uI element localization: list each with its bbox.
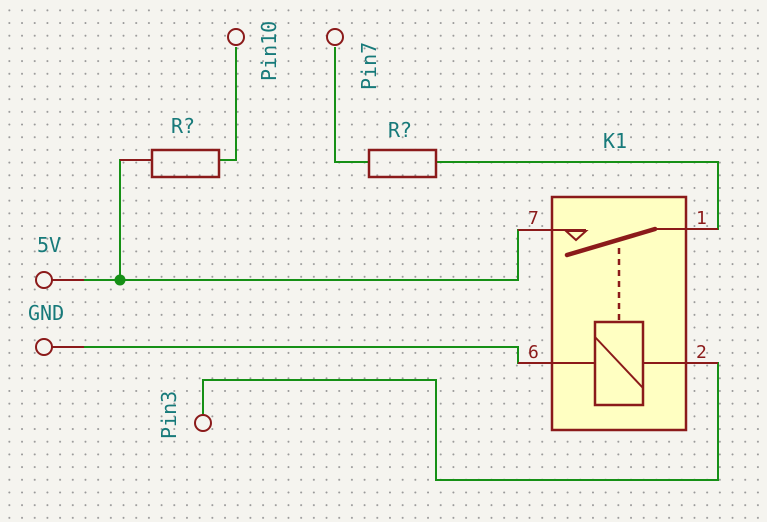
resistor-right[interactable] <box>367 148 438 179</box>
wire-pin7-to-resistor[interactable] <box>334 47 369 163</box>
resistor-left-body <box>150 148 221 179</box>
label-pin10: Pin10 <box>257 21 281 81</box>
relay-coil-diagonal <box>594 336 644 389</box>
wire-pin10-to-resistor[interactable] <box>220 47 237 161</box>
relay-switch-arm <box>564 226 658 258</box>
terminal-5v[interactable] <box>35 271 53 289</box>
terminal-pin3[interactable] <box>194 414 212 432</box>
wire-gnd-to-relay-pin6[interactable] <box>55 346 552 364</box>
label-5v: 5V <box>37 233 61 257</box>
label-pin3: Pin3 <box>157 391 181 439</box>
terminal-pin7[interactable] <box>326 28 344 46</box>
relay-pin-number-2: 2 <box>696 342 707 363</box>
relay-pin-number-7: 7 <box>528 208 539 229</box>
relay-contact-triangle <box>563 230 589 242</box>
junction-dot <box>114 274 126 286</box>
relay-body <box>550 195 688 432</box>
resistor-left[interactable] <box>120 148 221 179</box>
terminal-gnd[interactable] <box>35 338 53 356</box>
label-resistor-right-ref: R? <box>388 118 412 142</box>
terminals <box>35 28 344 432</box>
label-relay-ref: K1 <box>603 129 627 153</box>
relay-k1[interactable] <box>518 195 718 432</box>
label-gnd: GND <box>28 301 64 325</box>
relay-pin-number-1: 1 <box>696 208 707 229</box>
relay-coil <box>593 320 645 407</box>
wire-5v-to-relay-pin7[interactable] <box>55 229 552 281</box>
label-pin7: Pin7 <box>357 42 381 90</box>
label-resistor-left-ref: R? <box>171 114 195 138</box>
wire-resistor-to-5v[interactable] <box>119 159 152 280</box>
relay-pin-number-6: 6 <box>528 342 539 363</box>
resistor-right-body <box>367 148 438 179</box>
terminal-pin10[interactable] <box>227 28 245 46</box>
